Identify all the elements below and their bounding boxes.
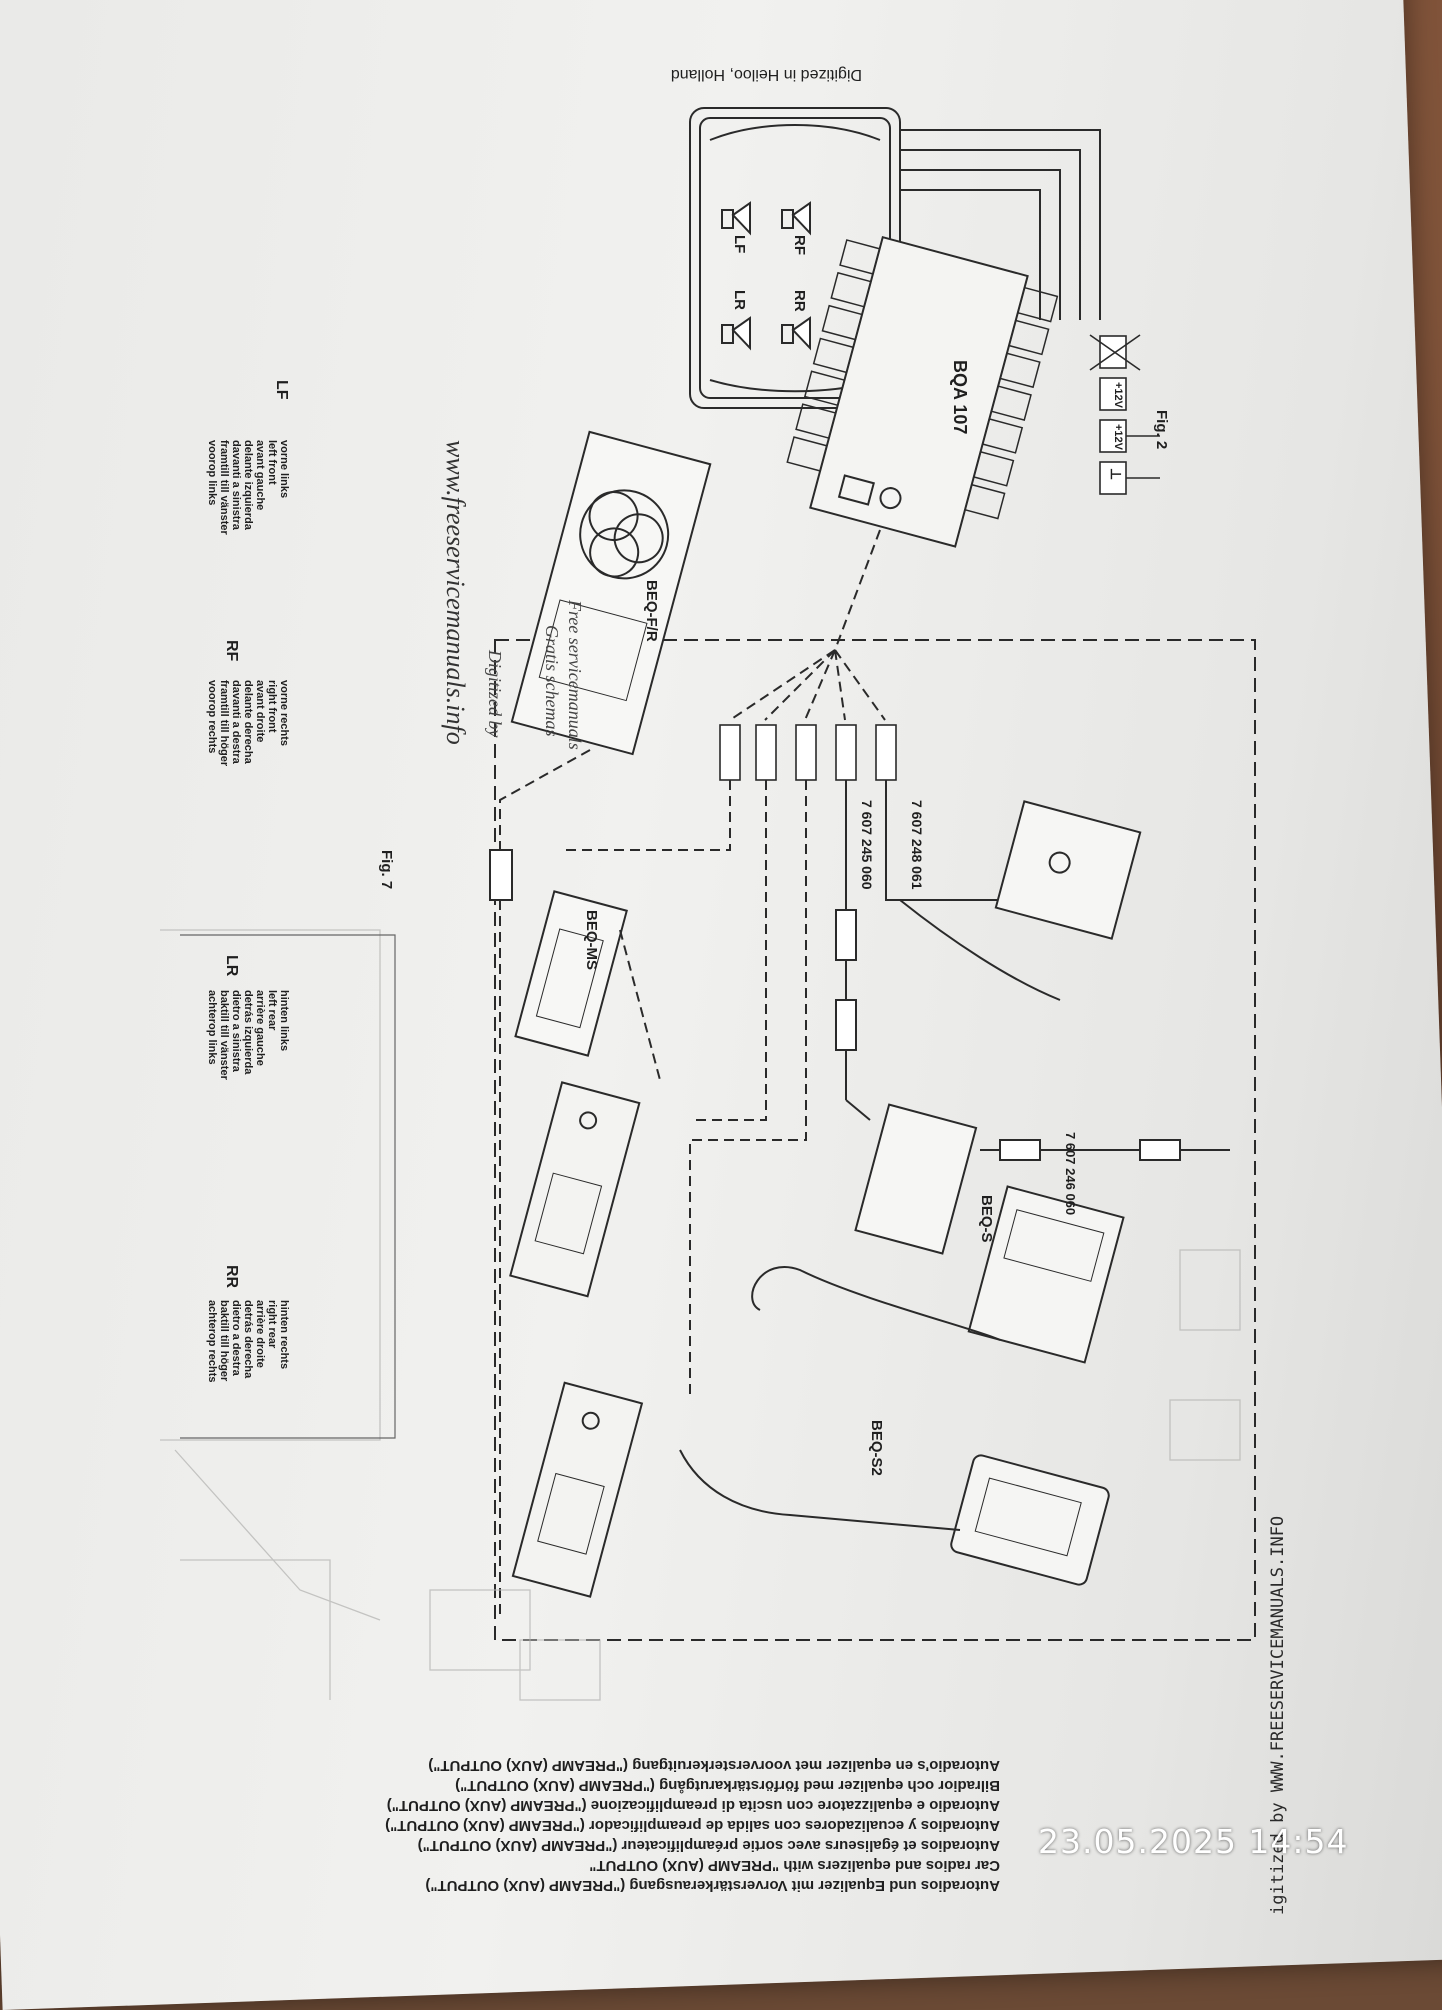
watermark-digitized: Digitized by	[485, 650, 505, 738]
legend-lr-text: hinten links left rear arrière gauche de…	[206, 990, 290, 1080]
caption-block: Autoradios und Equalizer mit Vorverstärk…	[385, 1755, 1000, 1895]
equalizer-beq-ms-shape	[514, 890, 628, 1057]
speaker-rr-label: RR	[791, 290, 808, 312]
watermark-url: www.freeservicemanuals.info	[441, 440, 470, 745]
part-number-1: 7 607 248 061	[909, 800, 925, 890]
fig7-label: Fig. 7	[378, 850, 395, 890]
rca-connectors	[719, 724, 897, 781]
legend-rr-abbr: RR	[223, 1265, 240, 1289]
system-boundary	[494, 639, 1256, 1641]
caption-line: Autoradios et égaliseurs avec sortie pré…	[417, 1837, 1000, 1854]
inline-connector	[835, 909, 857, 961]
speaker-rf-shape	[781, 201, 811, 236]
beq-s-label: BEQ-S	[978, 1195, 995, 1243]
speaker-rf-label: RF	[791, 235, 808, 255]
beq-s2-label: BEQ-S2	[868, 1420, 885, 1476]
legend-lf: LF	[272, 380, 290, 400]
equalizer-beq-s-shape	[854, 1103, 978, 1255]
caption-line: Bilradior och equalizer med förförstärka…	[455, 1777, 1000, 1794]
legend-lr-abbr: LR	[223, 955, 240, 977]
voltage-label-2: +12V	[1112, 424, 1124, 450]
ground-label: ⊥	[1108, 468, 1124, 481]
part-number-3: 7 607 246 060	[1063, 1132, 1078, 1216]
caption-line: Autoradios y ecualizadores con salida de…	[385, 1817, 1000, 1834]
beq-ms-label: BEQ-MS	[583, 910, 600, 970]
equalizer-beq-fr-shape	[510, 430, 712, 756]
legend-rr-text: hinten rechts right rear arrière droite …	[206, 1300, 290, 1383]
speaker-lf-shape	[721, 201, 751, 236]
caption-line: Autoradios und Equalizer mit Vorverstärk…	[425, 1877, 1000, 1894]
caption-line: Car radios and equalizers with "PREAMP (…	[589, 1857, 1000, 1874]
head-unit-2	[511, 1381, 644, 1598]
radio-module-top	[994, 800, 1142, 940]
remote-beq-s2-shape	[950, 1454, 1110, 1586]
caption-line: Autoradio e equalizzatore con uscita di …	[386, 1797, 1000, 1814]
legend-lf-text: vorne links left front avant gauche dela…	[206, 440, 290, 535]
amplifier-bqa107-shape	[786, 235, 1059, 548]
legend-rf: RF	[222, 640, 240, 661]
power-terminals	[1089, 334, 1160, 495]
watermark-sub: Gratis schemas	[542, 625, 562, 737]
legend-rf-abbr: RF	[223, 640, 240, 662]
watermark-site: Free servicemanuals	[565, 600, 585, 750]
speaker-lr-label: LR	[731, 290, 748, 310]
caption-line: Autoradio's en equalizer met voorverster…	[428, 1757, 1000, 1774]
header-note: Digitized in Heiloo, Holland	[670, 66, 862, 83]
inline-connector	[835, 999, 857, 1051]
legend-lr: LR	[222, 955, 240, 976]
photo-timestamp: 23.05.2025 14:54	[1038, 1822, 1349, 1861]
fig2-label: Fig. 2	[1153, 410, 1170, 450]
legend-rr: RR	[222, 1265, 240, 1288]
remote-beq-s-shape	[967, 1185, 1125, 1364]
wiring-diagram	[160, 107, 1256, 1701]
head-unit-1	[509, 1081, 641, 1298]
part-number-2: 7 607 245 060	[859, 800, 875, 890]
bqa107-label: BQA 107	[950, 360, 970, 435]
legend-rf-text: vorne rechts right front avant droite de…	[206, 680, 290, 767]
legend-lf-abbr: LF	[273, 380, 290, 400]
voltage-label-1: +12V	[1112, 382, 1124, 408]
speaker-lf-label: LF	[731, 235, 748, 254]
beq-fr-label: BEQ-F/R	[643, 580, 660, 642]
speaker-lr-shape	[721, 316, 751, 351]
speaker-rr-shape	[781, 316, 811, 351]
